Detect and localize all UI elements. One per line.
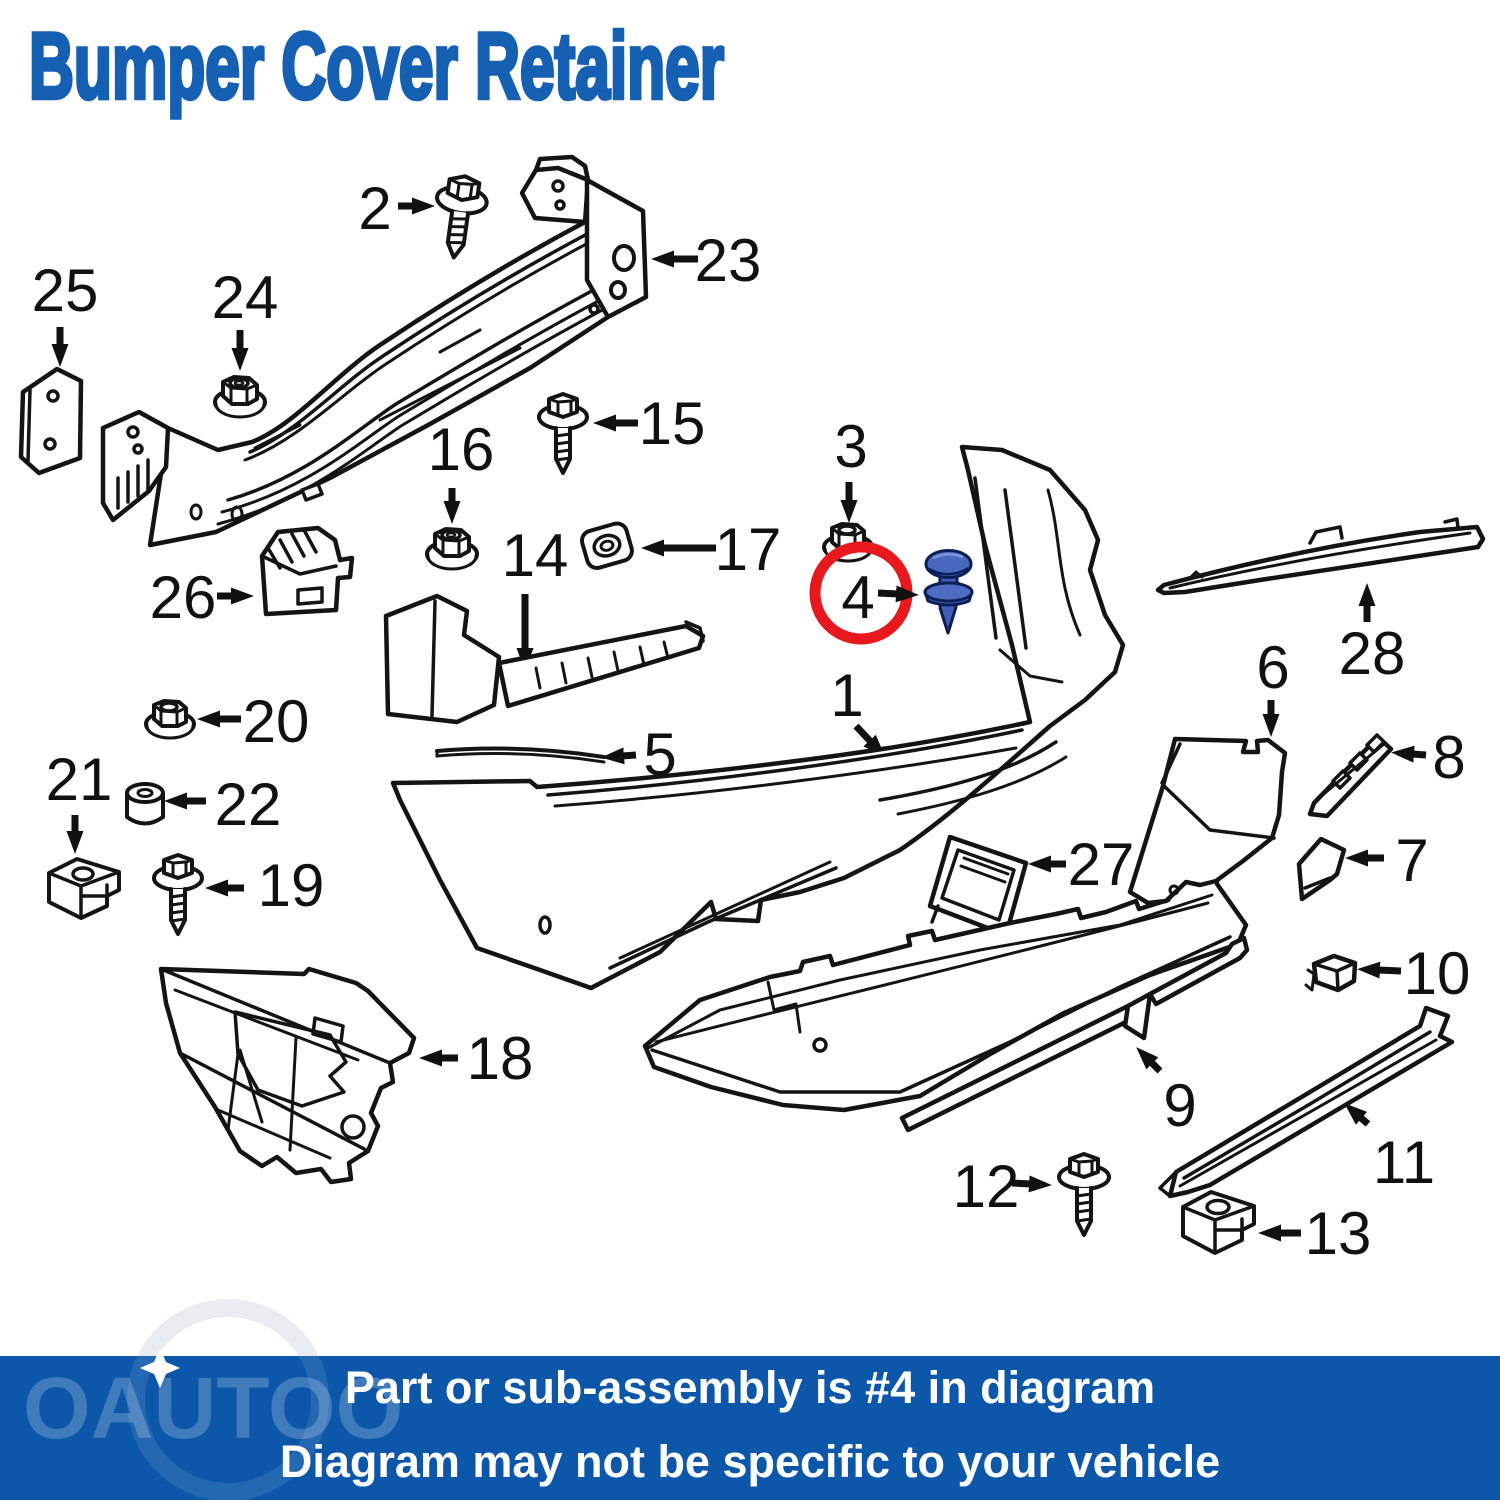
svg-text:6: 6 bbox=[1256, 634, 1289, 701]
svg-text:15: 15 bbox=[639, 390, 706, 457]
svg-text:11: 11 bbox=[1373, 1129, 1435, 1196]
svg-text:3: 3 bbox=[834, 413, 867, 480]
svg-text:4: 4 bbox=[841, 564, 874, 631]
svg-text:OAUTOO: OAUTOO bbox=[23, 1360, 403, 1457]
svg-text:14: 14 bbox=[502, 522, 569, 589]
svg-text:Bumper Cover Retainer: Bumper Cover Retainer bbox=[29, 13, 724, 118]
svg-text:12: 12 bbox=[953, 1153, 1020, 1220]
svg-text:20: 20 bbox=[243, 688, 310, 755]
svg-text:16: 16 bbox=[428, 416, 495, 483]
svg-text:23: 23 bbox=[695, 227, 762, 294]
svg-text:26: 26 bbox=[150, 564, 217, 631]
svg-text:17: 17 bbox=[715, 516, 782, 583]
svg-text:9: 9 bbox=[1163, 1072, 1196, 1139]
svg-text:27: 27 bbox=[1068, 831, 1135, 898]
svg-text:19: 19 bbox=[258, 852, 325, 919]
svg-text:2: 2 bbox=[358, 175, 391, 242]
svg-text:22: 22 bbox=[215, 771, 282, 838]
svg-text:Part or sub-assembly is #4 in: Part or sub-assembly is #4 in diagram bbox=[345, 1362, 1155, 1413]
svg-text:25: 25 bbox=[32, 257, 99, 324]
svg-text:Diagram may not be specific to: Diagram may not be specific to your vehi… bbox=[280, 1436, 1220, 1487]
svg-text:21: 21 bbox=[46, 746, 113, 813]
svg-text:13: 13 bbox=[1305, 1200, 1372, 1267]
svg-text:7: 7 bbox=[1395, 827, 1428, 894]
svg-text:1: 1 bbox=[830, 662, 863, 729]
svg-text:24: 24 bbox=[212, 264, 279, 331]
svg-text:10: 10 bbox=[1404, 940, 1471, 1007]
svg-text:8: 8 bbox=[1432, 724, 1465, 791]
svg-text:18: 18 bbox=[467, 1025, 534, 1092]
svg-text:28: 28 bbox=[1339, 620, 1406, 687]
